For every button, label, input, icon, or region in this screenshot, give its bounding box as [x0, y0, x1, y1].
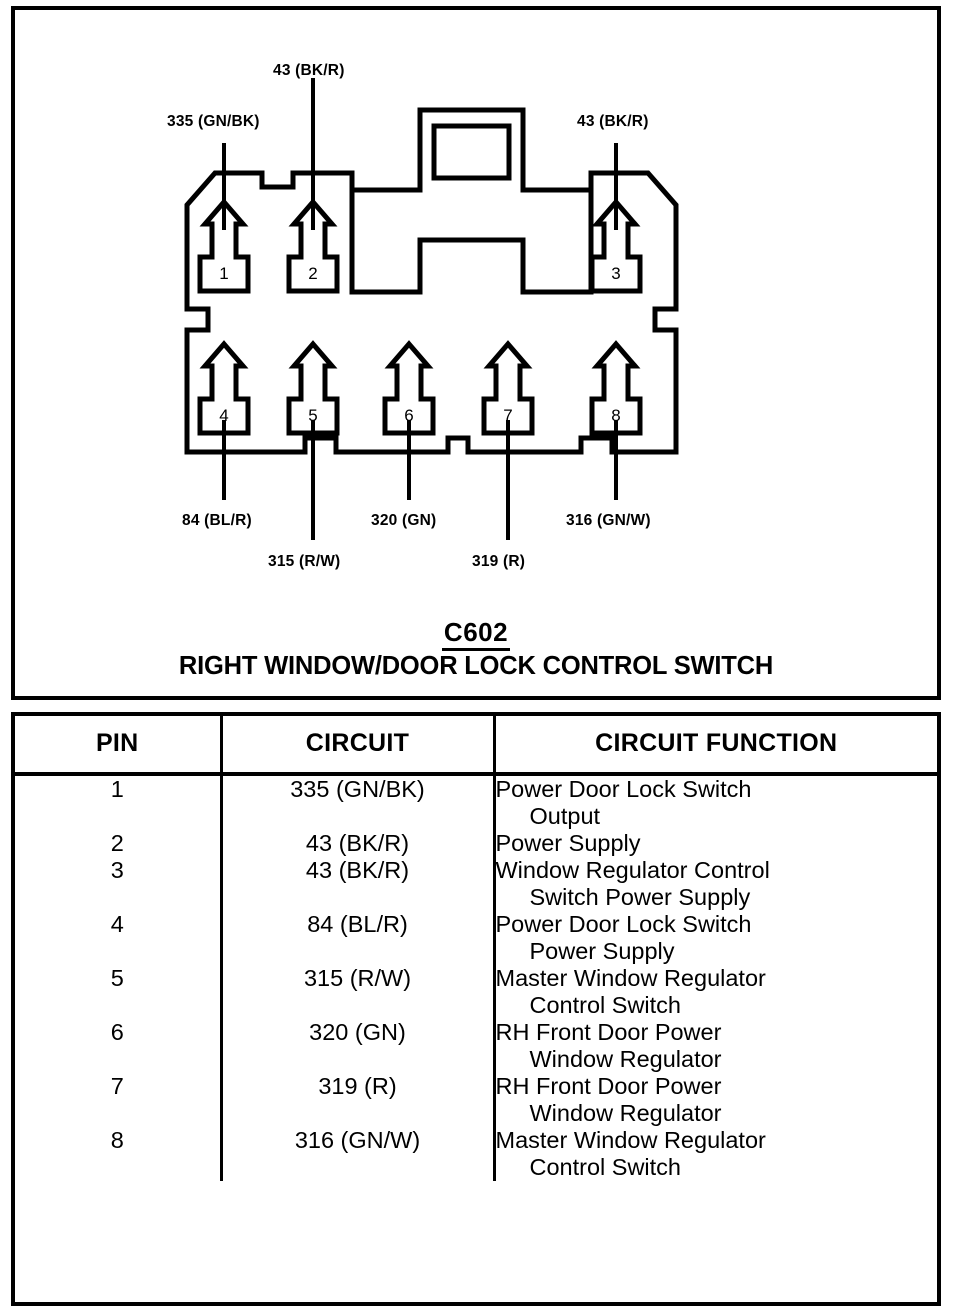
terminal-symbol-2	[286, 198, 340, 294]
table-row: 2 43 (BK/R) Power Supply	[15, 830, 937, 857]
table-row: 5 315 (R/W) Master Window Regulator Cont…	[15, 965, 937, 1019]
function-line-2: Window Regulator	[529, 1046, 722, 1072]
cell-circuit: 319 (R)	[219, 1073, 494, 1127]
wire-label-pin5: 315 (R/W)	[268, 553, 341, 570]
table-header-row: PIN CIRCUIT CIRCUIT FUNCTION	[15, 716, 937, 776]
cell-circuit: 84 (BL/R)	[219, 911, 494, 965]
cell-pin: 2	[110, 830, 124, 856]
table-panel-border	[11, 712, 941, 1306]
wire-label-pin7: 319 (R)	[472, 553, 526, 570]
connector-name-caption: RIGHT WINDOW/DOOR LOCK CONTROL SWITCH	[178, 652, 774, 680]
cell-pin: 3	[110, 857, 124, 883]
cell-circuit: 335 (GN/BK)	[219, 774, 494, 830]
cell-pin: 6	[110, 1019, 124, 1045]
terminal-number-1: 1	[219, 264, 229, 283]
table-header-circuit: CIRCUIT	[219, 716, 494, 776]
terminal-symbol-3	[589, 198, 643, 294]
connector-body-outline	[184, 107, 679, 455]
cell-pin: 1	[110, 776, 124, 802]
terminal-number-8: 8	[611, 406, 621, 425]
cell-circuit: 320 (GN)	[219, 1019, 494, 1073]
wire-label-pin8: 316 (GN/W)	[566, 512, 651, 529]
function-line-2: Control Switch	[529, 1154, 682, 1180]
cell-pin: 8	[110, 1127, 124, 1153]
cell-pin: 4	[110, 911, 124, 937]
function-line-1: Power Door Lock Switch	[495, 776, 752, 802]
function-line-1: Power Supply	[495, 830, 641, 856]
wire-label-pin3: 43 (BK/R)	[577, 113, 649, 130]
cell-function: RH Front Door Power Window Regulator	[492, 1019, 937, 1073]
terminal-number-5: 5	[308, 406, 318, 425]
connector-id-text: C602	[441, 617, 511, 651]
terminal-symbol-7	[481, 340, 535, 436]
function-line-2: Power Supply	[529, 938, 675, 964]
function-line-1: Master Window Regulator	[495, 1127, 766, 1153]
connector-drawing	[184, 78, 679, 540]
terminal-number-2: 2	[308, 264, 318, 283]
table-row: 1 335 (GN/BK) Power Door Lock Switch Out…	[15, 774, 937, 830]
function-line-2: Switch Power Supply	[529, 884, 751, 910]
latch-tab-window	[431, 123, 512, 181]
terminal-number-3: 3	[611, 264, 621, 283]
function-line-1: Master Window Regulator	[495, 965, 766, 991]
function-line-1: Power Door Lock Switch	[495, 911, 752, 937]
table-header-circuit-function: CIRCUIT FUNCTION	[492, 716, 937, 776]
diagram-panel-border	[11, 6, 941, 700]
table-header-pin: PIN	[15, 716, 221, 776]
terminal-number-4: 4	[219, 406, 229, 425]
wire-label-pin6: 320 (GN)	[371, 512, 437, 529]
function-line-1: RH Front Door Power	[495, 1073, 722, 1099]
wire-label-pin4: 84 (BL/R)	[182, 512, 252, 529]
function-line-2: Window Regulator	[529, 1100, 722, 1126]
table-row: 6 320 (GN) RH Front Door Power Window Re…	[15, 1019, 937, 1073]
wire-label-pin2: 43 (BK/R)	[273, 62, 345, 79]
table-row: 7 319 (R) RH Front Door Power Window Reg…	[15, 1073, 937, 1127]
table-row: 8 316 (GN/W) Master Window Regulator Con…	[15, 1127, 937, 1181]
cell-circuit: 43 (BK/R)	[219, 857, 494, 911]
function-line-2: Control Switch	[529, 992, 682, 1018]
cell-circuit: 316 (GN/W)	[219, 1127, 494, 1181]
cell-pin: 7	[110, 1073, 124, 1099]
cell-pin: 5	[110, 965, 124, 991]
cell-function: Window Regulator Control Switch Power Su…	[492, 857, 937, 911]
terminal-symbol-6	[382, 340, 436, 436]
terminal-number-6: 6	[404, 406, 414, 425]
terminal-number-7: 7	[503, 406, 513, 425]
cell-function: Power Supply	[492, 830, 937, 857]
cell-function: RH Front Door Power Window Regulator	[492, 1073, 937, 1127]
cell-circuit: 315 (R/W)	[219, 965, 494, 1019]
cell-function: Power Door Lock Switch Power Supply	[492, 911, 937, 965]
terminal-symbol-5	[286, 340, 340, 436]
cell-function: Power Door Lock Switch Output	[492, 774, 937, 830]
table-row: 3 43 (BK/R) Window Regulator Control Swi…	[15, 857, 937, 911]
wire-label-pin1: 335 (GN/BK)	[167, 113, 260, 130]
center-cutout	[349, 237, 594, 295]
table-body: 1 335 (GN/BK) Power Door Lock Switch Out…	[15, 774, 937, 1181]
terminal-symbol-8	[589, 340, 643, 436]
pin-function-table: PIN CIRCUIT CIRCUIT FUNCTION 1 335 (GN/B…	[15, 716, 937, 1181]
function-line-1: Window Regulator Control	[495, 857, 770, 883]
function-line-1: RH Front Door Power	[495, 1019, 722, 1045]
terminal-symbol-1	[197, 198, 251, 294]
cell-function: Master Window Regulator Control Switch	[492, 965, 937, 1019]
function-line-2: Output	[529, 803, 601, 829]
connector-id-caption: C602	[11, 617, 941, 651]
cell-circuit: 43 (BK/R)	[219, 830, 494, 857]
table-row: 4 84 (BL/R) Power Door Lock Switch Power…	[15, 911, 937, 965]
cell-function: Master Window Regulator Control Switch	[492, 1127, 937, 1181]
terminal-symbol-4	[197, 340, 251, 436]
